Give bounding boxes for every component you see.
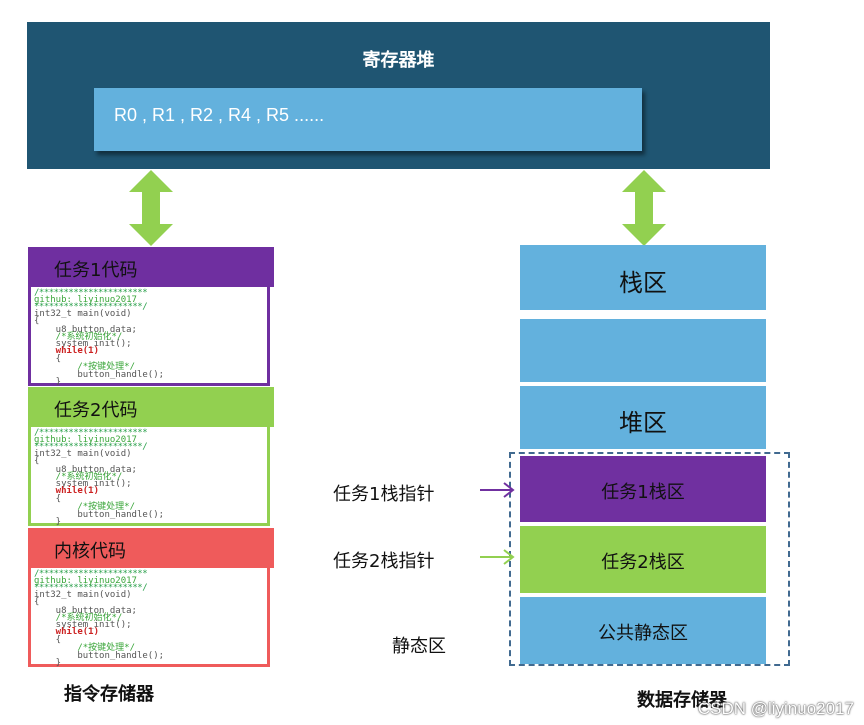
code-block: 任务1代码 /**********************github: liyi… bbox=[28, 247, 274, 387]
code-snippet: /**********************github: liyinuo20… bbox=[28, 287, 270, 387]
code-line: u8 button_data; bbox=[34, 325, 137, 335]
code-line: /*按键处理*/ bbox=[34, 502, 136, 512]
code-line: /*系统初始化*/ bbox=[34, 332, 123, 342]
memory-segment-label: 堆区 bbox=[619, 409, 667, 437]
code-line: github: liyinuo2017 bbox=[34, 576, 137, 586]
memory-segment: 公共静态区 bbox=[520, 597, 766, 664]
code-line: **********************/ bbox=[34, 302, 148, 312]
code-block-title: 任务2代码 bbox=[54, 400, 138, 421]
code-line: { bbox=[34, 316, 40, 326]
code-line: while(1) bbox=[34, 346, 100, 356]
task-stack-region-outline bbox=[509, 452, 790, 666]
watermark: CSDN @liyinuo2017 bbox=[697, 699, 854, 718]
memory-segment-label: 公共静态区 bbox=[598, 623, 688, 644]
code-line: } bbox=[34, 377, 62, 387]
register-list-box: R0 , R1 , R2 , R4 , R5 ...... bbox=[94, 88, 642, 151]
code-block-header: 任务2代码 bbox=[28, 387, 274, 427]
code-line: /********************** bbox=[34, 569, 148, 579]
code-line: while(1) bbox=[34, 627, 100, 637]
code-line: /********************** bbox=[34, 288, 148, 298]
instruction-memory-caption: 指令存储器 bbox=[64, 684, 154, 705]
code-line: int32_t main(void) bbox=[34, 309, 132, 319]
code-line: { bbox=[34, 635, 62, 645]
code-line: { bbox=[34, 354, 62, 364]
code-line: u8 button_data; bbox=[34, 606, 137, 616]
memory-segment: 任务2栈区 bbox=[520, 526, 766, 593]
task1-pointer-arrow-icon bbox=[480, 482, 515, 498]
task1-stack-pointer-label: 任务1栈指针 bbox=[333, 484, 435, 505]
code-line: /*系统初始化*/ bbox=[34, 472, 123, 482]
register-heap: 寄存器堆 R0 , R1 , R2 , R4 , R5 ...... bbox=[27, 22, 770, 169]
code-block-title: 内核代码 bbox=[54, 541, 126, 562]
code-line: github: liyinuo2017 bbox=[34, 295, 137, 305]
code-line: { bbox=[34, 597, 40, 607]
task2-pointer-arrow-icon bbox=[480, 549, 515, 565]
register-heap-title: 寄存器堆 bbox=[362, 50, 435, 71]
code-block: 内核代码 /**********************github: liyin… bbox=[28, 528, 274, 668]
code-line: int32_t main(void) bbox=[34, 449, 132, 459]
memory-segment-label: 任务1栈区 bbox=[601, 482, 685, 503]
memory-segment-label: 栈区 bbox=[619, 269, 667, 297]
code-block-header: 内核代码 bbox=[28, 528, 274, 568]
code-line: /*按键处理*/ bbox=[34, 643, 136, 653]
data-memory-caption: 数据存储器 bbox=[637, 690, 727, 711]
code-line: system_init(); bbox=[34, 620, 132, 630]
code-block-header: 任务1代码 bbox=[28, 247, 274, 287]
double-arrow-icon bbox=[129, 170, 173, 246]
code-line: button_handle(); bbox=[34, 651, 165, 661]
code-line: /*按键处理*/ bbox=[34, 362, 136, 372]
code-line: /*系统初始化*/ bbox=[34, 613, 123, 623]
code-block-title: 任务1代码 bbox=[54, 260, 138, 281]
code-line: { bbox=[34, 494, 62, 504]
code-line: **********************/ bbox=[34, 442, 148, 452]
task2-stack-pointer-label: 任务2栈指针 bbox=[333, 551, 435, 572]
code-line: system_init(); bbox=[34, 339, 132, 349]
register-list: R0 , R1 , R2 , R4 , R5 ...... bbox=[114, 105, 325, 125]
memory-segment: 任务1栈区 bbox=[520, 456, 766, 522]
code-line: button_handle(); bbox=[34, 510, 165, 520]
memory-segment: 堆区 bbox=[520, 386, 766, 449]
static-region-label: 静态区 bbox=[392, 636, 446, 657]
code-line: while(1) bbox=[34, 486, 100, 496]
code-line: /********************** bbox=[34, 428, 148, 438]
code-snippet: /**********************github: liyinuo20… bbox=[28, 427, 270, 527]
code-line: system_init(); bbox=[34, 479, 132, 489]
memory-segment bbox=[520, 319, 766, 382]
memory-segment: 栈区 bbox=[520, 245, 766, 310]
double-arrow-icon bbox=[622, 170, 666, 246]
memory-segment-label: 任务2栈区 bbox=[601, 552, 685, 573]
code-line: int32_t main(void) bbox=[34, 590, 132, 600]
code-line: **********************/ bbox=[34, 583, 148, 593]
code-block: 任务2代码 /**********************github: liyi… bbox=[28, 387, 274, 527]
code-line: u8 button_data; bbox=[34, 465, 137, 475]
code-line: { bbox=[34, 456, 40, 466]
code-line: button_handle(); bbox=[34, 370, 165, 380]
code-line: } bbox=[34, 517, 62, 527]
code-line: github: liyinuo2017 bbox=[34, 435, 137, 445]
code-line: } bbox=[34, 658, 62, 668]
code-snippet: /**********************github: liyinuo20… bbox=[28, 568, 270, 668]
